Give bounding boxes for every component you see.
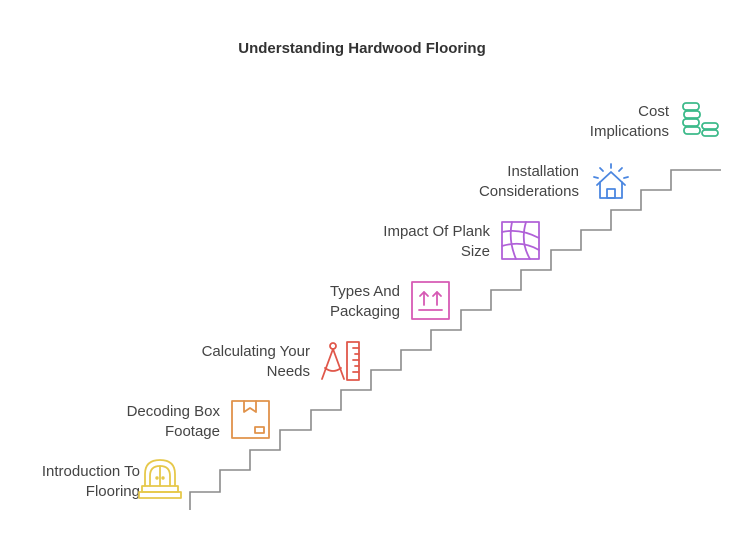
diagram-title: Understanding Hardwood Flooring [238,40,486,57]
staircase-line [189,169,721,510]
compass-ruler-icon [321,341,360,381]
house-icon [593,163,629,199]
plank-pattern-icon [501,221,540,260]
box-icon [231,400,270,439]
coins-icon [682,102,719,137]
package-arrows-icon [411,281,450,320]
door-icon [138,459,182,499]
